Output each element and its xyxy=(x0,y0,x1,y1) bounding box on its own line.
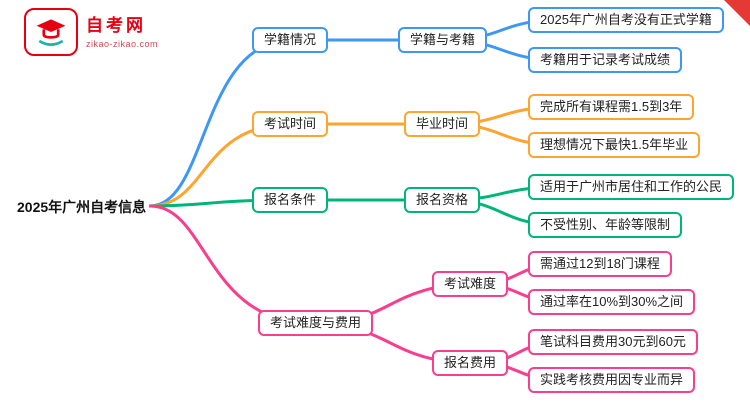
logo-icon xyxy=(24,8,78,56)
leaf-node: 笔试科目费用30元到60元 xyxy=(528,329,698,355)
sub-node-eligibility: 报名资格 xyxy=(404,187,481,213)
leaf-node: 适用于广州市居住和工作的公民 xyxy=(528,174,735,200)
sub-node-graduation-time: 毕业时间 xyxy=(404,111,481,137)
logo-title: 自考网 xyxy=(86,15,146,35)
logo-text: 自考网 zikao-zikao.com xyxy=(86,16,158,49)
leaf-node: 实践考核费用因专业而异 xyxy=(528,367,696,393)
sub-node-status-record: 学籍与考籍 xyxy=(398,27,488,53)
logo-domain: zikao-zikao.com xyxy=(86,38,159,49)
leaf-node: 通过率在10%到30%之间 xyxy=(528,289,696,315)
branch-node-requirements: 报名条件 xyxy=(252,187,329,213)
sub-node-fees: 报名费用 xyxy=(432,350,509,376)
branch-node-exam-time: 考试时间 xyxy=(252,111,329,137)
leaf-node: 考籍用于记录考试成绩 xyxy=(528,47,683,73)
corner-ribbon xyxy=(724,0,750,26)
sub-node-difficulty: 考试难度 xyxy=(432,271,509,297)
leaf-node: 不受性别、年龄等限制 xyxy=(528,212,683,238)
site-logo: 自考网 zikao-zikao.com xyxy=(24,8,158,56)
branch-node-difficulty-fees: 考试难度与费用 xyxy=(258,310,374,336)
leaf-node: 理想情况下最快1.5年毕业 xyxy=(528,132,701,158)
root-node: 2025年广州自考信息 xyxy=(14,196,150,218)
branch-node-student-status: 学籍情况 xyxy=(252,27,329,53)
leaf-node: 完成所有课程需1.5到3年 xyxy=(528,94,695,120)
leaf-node: 需通过12到18门课程 xyxy=(528,251,672,277)
leaf-node: 2025年广州自考没有正式学籍 xyxy=(528,7,724,33)
